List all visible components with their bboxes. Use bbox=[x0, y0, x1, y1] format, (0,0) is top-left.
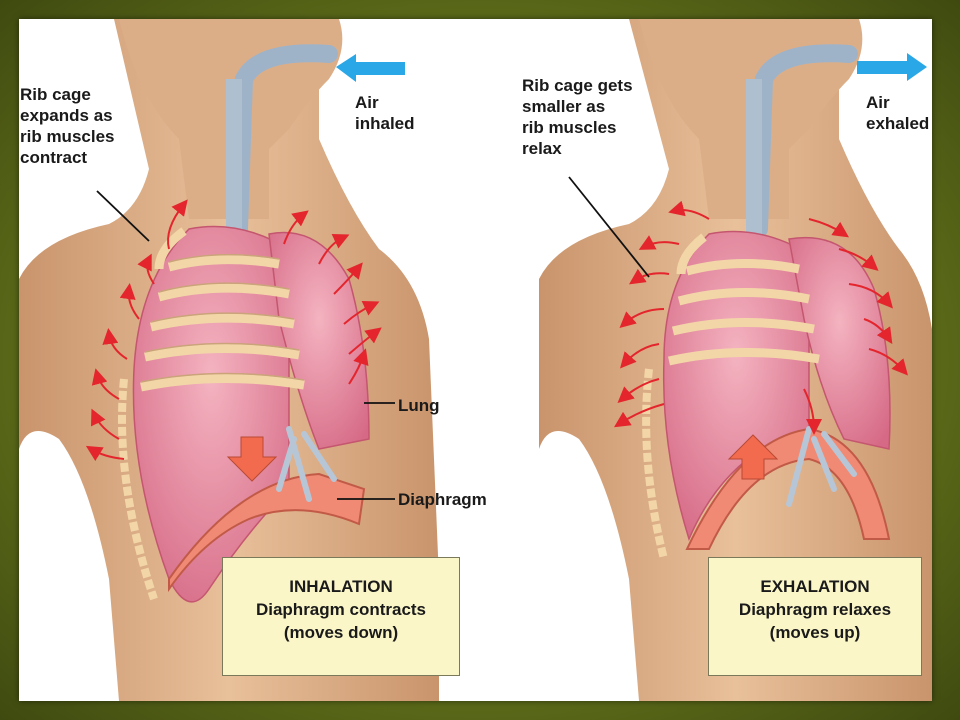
arrow-left-icon bbox=[336, 54, 405, 82]
arrow-right-icon bbox=[857, 53, 927, 81]
inhalation-line2: (moves down) bbox=[283, 623, 399, 642]
exhalation-caption-box: EXHALATION Diaphragm relaxes (moves up) bbox=[708, 557, 922, 676]
leader-lines bbox=[96, 176, 650, 500]
exhalation-title: EXHALATION bbox=[760, 577, 870, 596]
inhalation-line1: Diaphragm contracts bbox=[255, 600, 427, 619]
arrow-up-icon bbox=[727, 434, 779, 480]
anatomy-illustration bbox=[19, 19, 932, 701]
inhalation-caption-box: INHALATION Diaphragm contracts (moves do… bbox=[222, 557, 460, 676]
right-ribs bbox=[667, 233, 820, 366]
left-ribs bbox=[140, 227, 305, 392]
left-bronchi bbox=[276, 426, 337, 502]
left-diaphragm bbox=[168, 472, 366, 593]
right-spine bbox=[642, 368, 668, 560]
air-exhaled-label: Air exhaled bbox=[866, 93, 930, 133]
right-airway bbox=[750, 44, 858, 238]
lung-label: Lung bbox=[398, 396, 440, 415]
left-expansion-arrows bbox=[85, 199, 382, 462]
exhalation-line1: Diaphragm relaxes bbox=[738, 600, 892, 619]
left-spine bbox=[118, 378, 158, 601]
respiration-diagram: Rib cage expands as rib muscles contract… bbox=[19, 19, 932, 701]
left-figure bbox=[19, 19, 439, 701]
left-ribs-outline bbox=[140, 253, 305, 383]
rib-cage-smaller-label: Rib cage gets smaller as rib muscles rel… bbox=[522, 76, 633, 158]
right-contraction-arrows bbox=[613, 200, 908, 435]
right-figure bbox=[539, 19, 932, 701]
arrow-down-icon bbox=[226, 436, 278, 482]
right-bronchi bbox=[786, 426, 857, 507]
air-inhaled-label: Air inhaled bbox=[355, 93, 415, 133]
exhalation-line2: (moves up) bbox=[769, 623, 861, 642]
inhalation-title: INHALATION bbox=[289, 577, 393, 596]
diaphragm-label: Diaphragm bbox=[398, 490, 487, 509]
left-airway bbox=[230, 44, 338, 238]
rib-cage-expands-label: Rib cage expands as rib muscles contract bbox=[20, 85, 115, 167]
